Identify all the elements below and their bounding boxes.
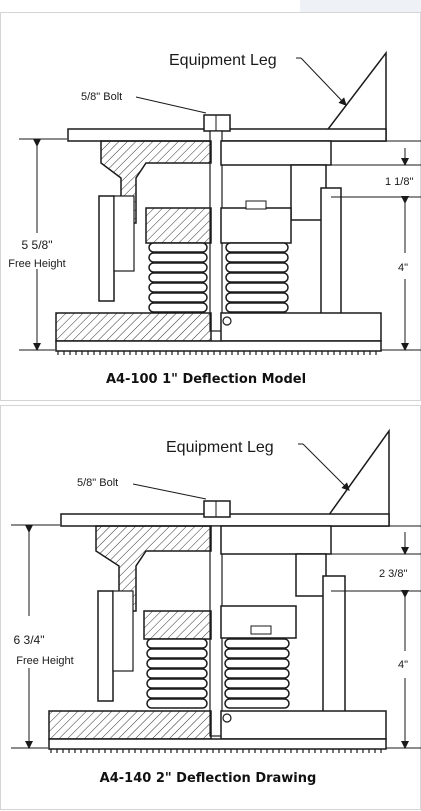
spring-coils xyxy=(148,242,289,313)
base-housing xyxy=(55,312,212,342)
right-dimensions xyxy=(331,140,421,351)
spring-cap-left xyxy=(145,207,212,244)
base-housing xyxy=(48,710,212,740)
upper-housing-left xyxy=(95,525,212,612)
free-height-value: 5 5/8" xyxy=(22,238,53,252)
spring-cap-left xyxy=(143,610,212,640)
base-plate xyxy=(55,340,382,352)
spring-isolator-drawing-a4-140: Equipment Leg 5/8" Bolt xyxy=(11,428,421,786)
right-dimensions xyxy=(331,525,421,749)
bolt-head xyxy=(203,114,231,132)
top-dim-label: 2 3/8" xyxy=(379,568,407,580)
diagram-panel-a4-100: Equipment Leg 5/8" Bolt xyxy=(0,12,421,401)
spring-isolator-drawing-a4-100: Equipment Leg 5/8" Bolt xyxy=(8,50,421,387)
bottom-dim-label: 4" xyxy=(398,262,408,274)
diagram-caption: A4-140 2" Deflection Drawing xyxy=(100,771,317,786)
bolt-shank xyxy=(209,525,223,737)
bolt-label: 5/8" Bolt xyxy=(81,91,122,103)
bolt-label: 5/8" Bolt xyxy=(77,477,118,489)
diagram-panel-a4-140: Equipment Leg 5/8" Bolt xyxy=(0,405,421,810)
base-plate xyxy=(48,738,387,750)
free-height-dimension xyxy=(11,524,60,749)
equipment-leg xyxy=(319,428,390,527)
equipment-leg-label: Equipment Leg xyxy=(169,52,277,69)
top-dim-label: 1 1/8" xyxy=(385,176,413,188)
free-height-dimension xyxy=(19,138,67,351)
base-pad-teeth xyxy=(50,749,382,753)
free-height-label: Free Height xyxy=(16,655,73,667)
spring-coils xyxy=(146,638,290,709)
side-wall-right xyxy=(322,575,346,727)
diagram-caption: A4-100 1" Deflection Model xyxy=(106,372,306,387)
free-height-value: 6 3/4" xyxy=(14,633,45,647)
bolt-shank xyxy=(209,130,223,332)
top-strip xyxy=(300,0,421,12)
upper-housing-right xyxy=(220,140,332,166)
side-wall-right xyxy=(320,187,342,329)
equipment-leg-label: Equipment Leg xyxy=(166,439,274,456)
free-height-label: Free Height xyxy=(8,258,65,270)
bottom-dim-label: 4" xyxy=(398,659,408,671)
spring-cap-right xyxy=(220,207,292,244)
upper-housing-right xyxy=(220,525,332,555)
base-pad-teeth xyxy=(57,351,377,355)
side-wall-left xyxy=(98,195,115,302)
equipment-leg xyxy=(317,50,387,142)
bolt-head xyxy=(203,500,231,518)
side-wall-left xyxy=(97,590,114,702)
